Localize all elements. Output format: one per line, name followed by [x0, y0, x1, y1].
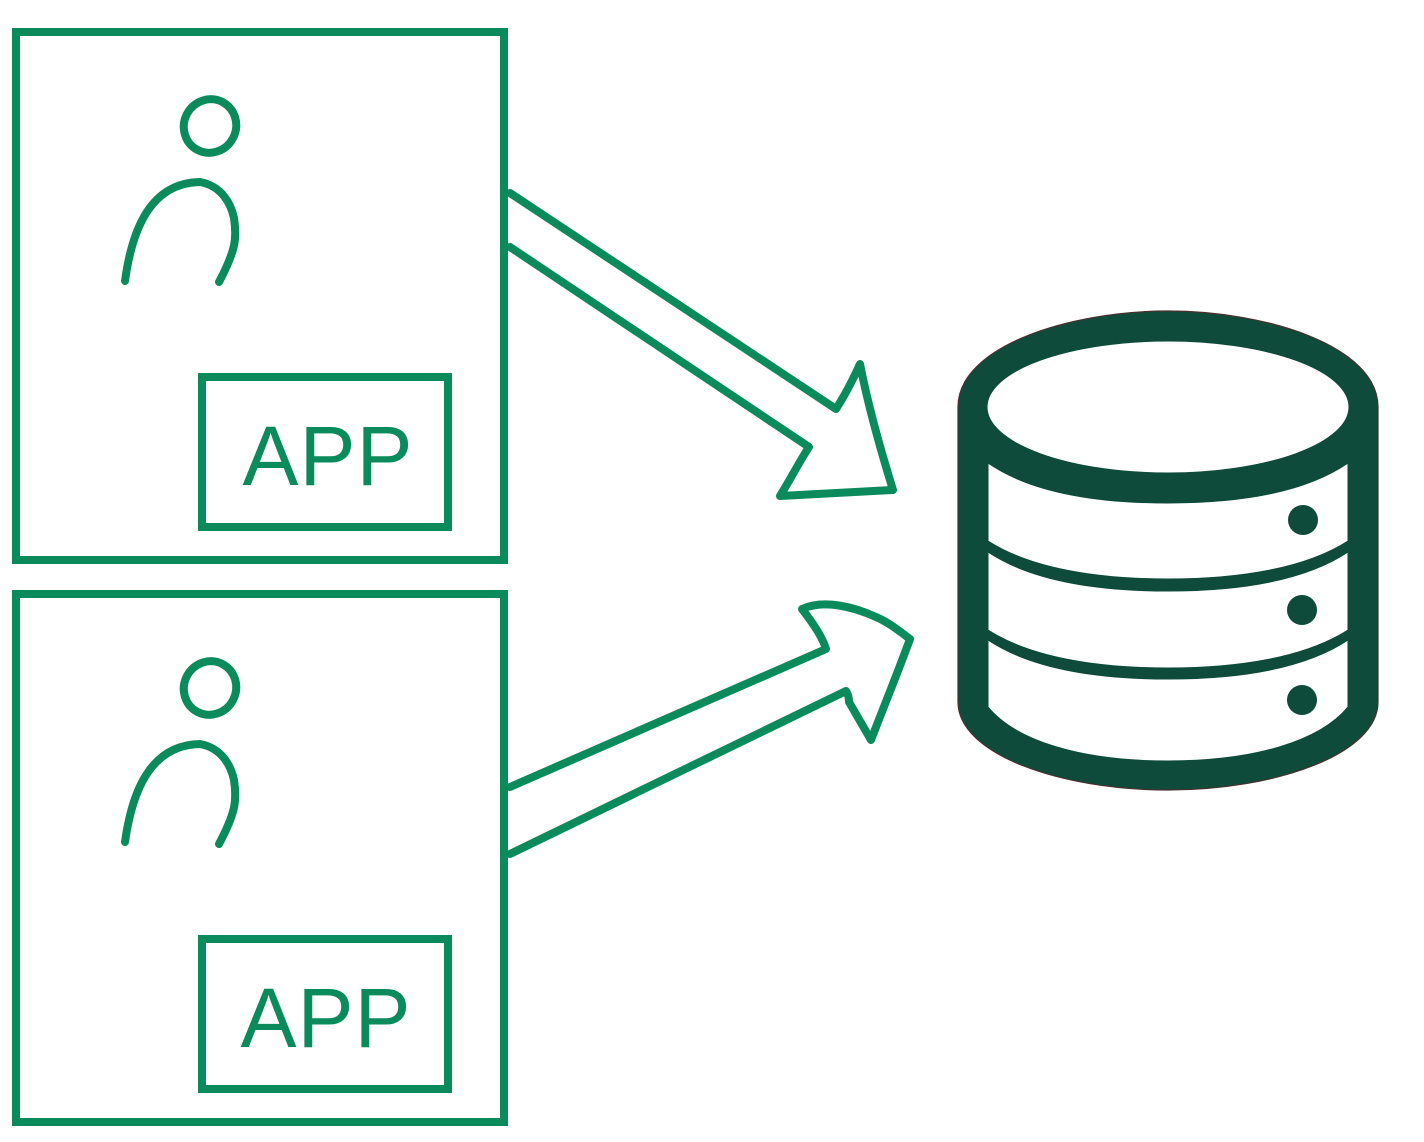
- app-frame-1: [198, 373, 452, 531]
- arrow-icon: [506, 189, 897, 500]
- database-indicator-dot: [1287, 685, 1317, 715]
- app-box-2: APP: [198, 935, 452, 1093]
- client-frame-2: [12, 590, 508, 1126]
- app-box-1: APP: [198, 373, 452, 531]
- person-icon: [121, 657, 241, 848]
- database-layer-1: [987, 462, 1349, 580]
- database-indicator-dot: [1287, 595, 1317, 625]
- database-indicator-dot: [1288, 505, 1318, 535]
- app-label-2: APP: [240, 971, 411, 1065]
- arrow-icon: [506, 600, 914, 858]
- client-frame-1: [12, 28, 508, 564]
- app-frame-2: [198, 935, 452, 1093]
- client-box-1: APP: [12, 28, 508, 564]
- app-label-1: APP: [242, 409, 413, 503]
- database-icon: [957, 310, 1379, 791]
- database-layer-2: [987, 551, 1349, 669]
- person-icon: [121, 95, 241, 286]
- database-top: [986, 340, 1350, 474]
- client-box-2: APP: [12, 590, 508, 1126]
- database-layer-3: [987, 639, 1349, 762]
